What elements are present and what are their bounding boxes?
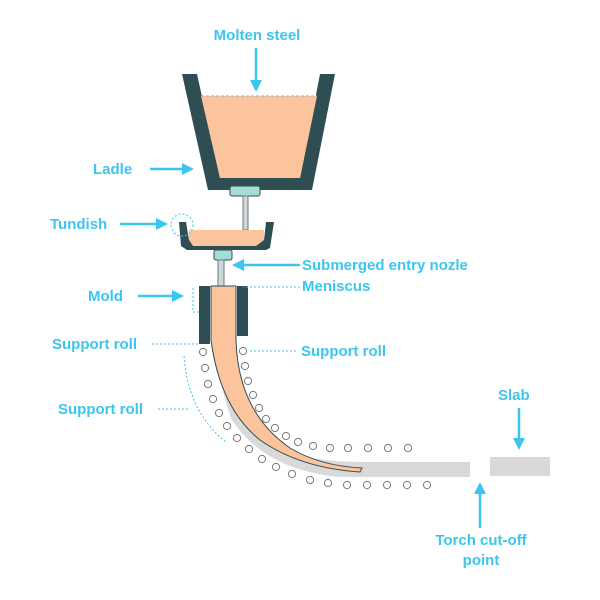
tundish-highlight-circle (170, 213, 194, 237)
label-mold: Mold (88, 288, 123, 305)
strand-liquid-core (210, 285, 363, 473)
label-support-roll-outer: Support roll (58, 401, 143, 418)
support-roll (254, 403, 264, 413)
label-torch-cutoff-line1: Torch cut-off (435, 532, 527, 549)
support-roll (305, 475, 315, 485)
label-meniscus: Meniscus (302, 278, 370, 295)
support-roll (257, 454, 267, 464)
label-tundish: Tundish (50, 216, 107, 233)
torch-arrowhead (474, 482, 486, 494)
support-rolls (198, 346, 432, 490)
ladle-nozzle-block (229, 185, 261, 197)
support-roll (243, 376, 253, 386)
slab-arrowhead (513, 438, 525, 450)
support-roll (244, 444, 254, 454)
slab-cut-piece (490, 457, 550, 476)
support-roll (343, 443, 353, 453)
mold-wall-left (199, 286, 210, 344)
tundish-arrowhead (156, 218, 168, 230)
label-torch-cutoff-line2: point (463, 552, 500, 569)
tundish-nozzle-block (213, 249, 233, 261)
mold-bracket (192, 288, 199, 313)
support-roll (362, 480, 372, 490)
mold-wall-right (237, 286, 248, 336)
ladle-shroud (242, 195, 249, 231)
label-ladle: Ladle (93, 161, 132, 178)
support-roll (214, 408, 224, 418)
label-submerged-entry-nozzle: Submerged entry nozle (302, 257, 468, 274)
support-roll (208, 394, 218, 404)
support-roll (287, 469, 297, 479)
support-roll (363, 443, 373, 453)
support-roll (198, 347, 208, 357)
support-roll (342, 480, 352, 490)
support-roll (323, 478, 333, 488)
label-molten-steel: Molten steel (214, 27, 301, 44)
strand-solid-shell (214, 336, 470, 477)
support-roll (402, 480, 412, 490)
submerged-entry-nozzle (217, 259, 225, 287)
label-support-roll-right: Support roll (301, 343, 386, 360)
support-roll (248, 390, 258, 400)
support-roll (383, 443, 393, 453)
label-support-roll-left: Support roll (52, 336, 137, 353)
annotations (120, 48, 525, 528)
support-roll-outer-arc (183, 355, 227, 443)
ladle-arrowhead (182, 163, 194, 175)
tundish-molten-steel (189, 230, 264, 246)
label-slab: Slab (498, 387, 530, 404)
ladle (182, 74, 335, 231)
support-roll (422, 480, 432, 490)
labels: Molten steel Ladle Tundish Submerged ent… (50, 27, 530, 569)
support-roll (308, 441, 318, 451)
sen-arrowhead (232, 259, 244, 271)
support-roll (238, 346, 248, 356)
tundish (170, 213, 274, 287)
support-roll (261, 414, 271, 424)
support-roll (222, 421, 232, 431)
support-roll (203, 379, 213, 389)
support-roll (240, 361, 250, 371)
support-roll (325, 443, 335, 453)
ladle-shell (182, 74, 335, 190)
support-roll (403, 443, 413, 453)
mold-arrowhead (172, 290, 184, 302)
support-roll (200, 363, 210, 373)
support-roll (232, 433, 242, 443)
support-roll (271, 462, 281, 472)
support-roll (293, 437, 303, 447)
strand (199, 285, 550, 477)
ladle-molten-steel (201, 96, 317, 178)
support-roll (281, 431, 291, 441)
support-roll (382, 480, 392, 490)
support-roll (270, 423, 280, 433)
molten-steel-arrowhead (250, 80, 262, 92)
